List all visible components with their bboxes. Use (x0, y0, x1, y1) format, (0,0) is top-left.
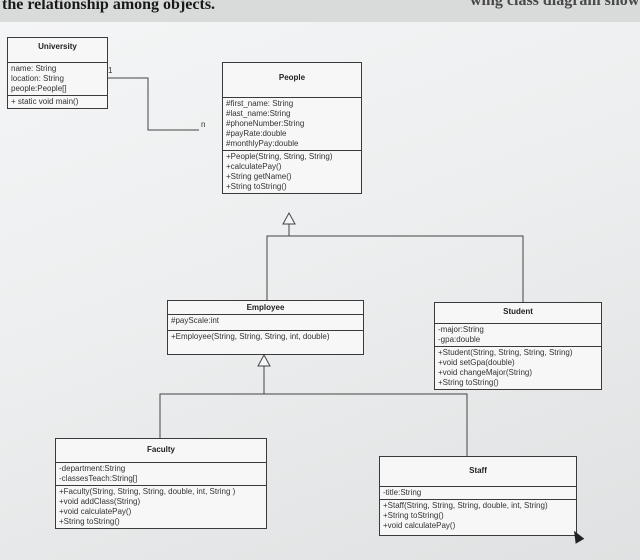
attribute: -title:String (383, 488, 422, 497)
attribute: #first_name: String (226, 99, 294, 108)
attribute-list: -department:String -classesTeach:String[… (56, 463, 266, 485)
multiplicity-one: 1 (108, 66, 113, 75)
operation: +String toString() (438, 378, 499, 387)
inheritance-line-faculty (159, 393, 468, 456)
header-fragment: wing class diagram show (470, 0, 640, 9)
class-name: Staff (380, 457, 576, 487)
class-people: People #first_name: String #last_name:St… (222, 62, 362, 194)
attribute-list: #payScale:int (168, 315, 363, 330)
operation: +Employee(String, String, String, int, d… (171, 332, 330, 341)
attribute: #phoneNumber:String (226, 119, 305, 128)
attribute: #payScale:int (171, 316, 220, 325)
attribute: -department:String (59, 464, 126, 473)
operation: + static void main() (11, 97, 79, 106)
class-name: Faculty (56, 439, 266, 463)
attribute: #monthlyPay:double (226, 139, 299, 148)
class-name: People (223, 63, 361, 98)
operation-list: +Staff(String, String, String, double, i… (380, 499, 576, 535)
operation: +String toString() (226, 182, 287, 191)
attribute-list: #first_name: String #last_name:String #p… (223, 98, 361, 150)
inheritance-line-employee (266, 235, 524, 302)
operation: +Staff(String, String, String, double, i… (383, 501, 548, 510)
operation-list: +Faculty(String, String, String, double,… (56, 485, 266, 528)
operation: +void calculatePay() (59, 507, 132, 516)
operation: +calculatePay() (226, 162, 282, 171)
attribute: people:People[] (11, 84, 67, 93)
operation: +void calculatePay() (383, 521, 456, 530)
class-staff: Staff -title:String +Staff(String, Strin… (379, 456, 577, 536)
operation: +Faculty(String, String, String, double,… (59, 487, 236, 496)
attribute: #last_name:String (226, 109, 291, 118)
class-university: University name: String location: String… (7, 37, 108, 109)
operation-list: +Student(String, String, String, String)… (435, 346, 601, 389)
attribute: -major:String (438, 325, 484, 334)
attribute: location: String (11, 74, 64, 83)
attribute: name: String (11, 64, 57, 73)
operation: +String toString() (383, 511, 444, 520)
attribute: -classesTeach:String[] (59, 474, 138, 483)
class-name: Student (435, 303, 601, 324)
operation-list: +People(String, String, String) +calcula… (223, 150, 361, 193)
operation: +void changeMajor(String) (438, 368, 533, 377)
operation-list: +Employee(String, String, String, int, d… (168, 330, 363, 354)
class-name: Employee (168, 301, 363, 315)
operation: +String toString() (59, 517, 120, 526)
operation-list: + static void main() (8, 95, 107, 108)
attribute: #payRate:double (226, 129, 287, 138)
attribute-list: -title:String (380, 487, 576, 499)
header-text: the relationship among objects. (2, 0, 216, 13)
class-faculty: Faculty -department:String -classesTeach… (55, 438, 267, 529)
class-student: Student -major:String -gpa:double +Stude… (434, 302, 602, 390)
operation: +String getName() (226, 172, 292, 181)
multiplicity-many: n (201, 120, 206, 129)
association-line (107, 77, 199, 131)
attribute-list: name: String location: String people:Peo… (8, 63, 107, 95)
inheritance-arrow-people (282, 211, 296, 225)
operation: +void setGpa(double) (438, 358, 515, 367)
attribute-list: -major:String -gpa:double (435, 324, 601, 346)
inheritance-arrow-employee (257, 353, 271, 367)
operation: +Student(String, String, String, String) (438, 348, 573, 357)
class-name: University (8, 38, 107, 63)
attribute: -gpa:double (438, 335, 481, 344)
operation: +People(String, String, String) (226, 152, 333, 161)
class-employee: Employee #payScale:int +Employee(String,… (167, 300, 364, 355)
operation: +void addClass(String) (59, 497, 141, 506)
